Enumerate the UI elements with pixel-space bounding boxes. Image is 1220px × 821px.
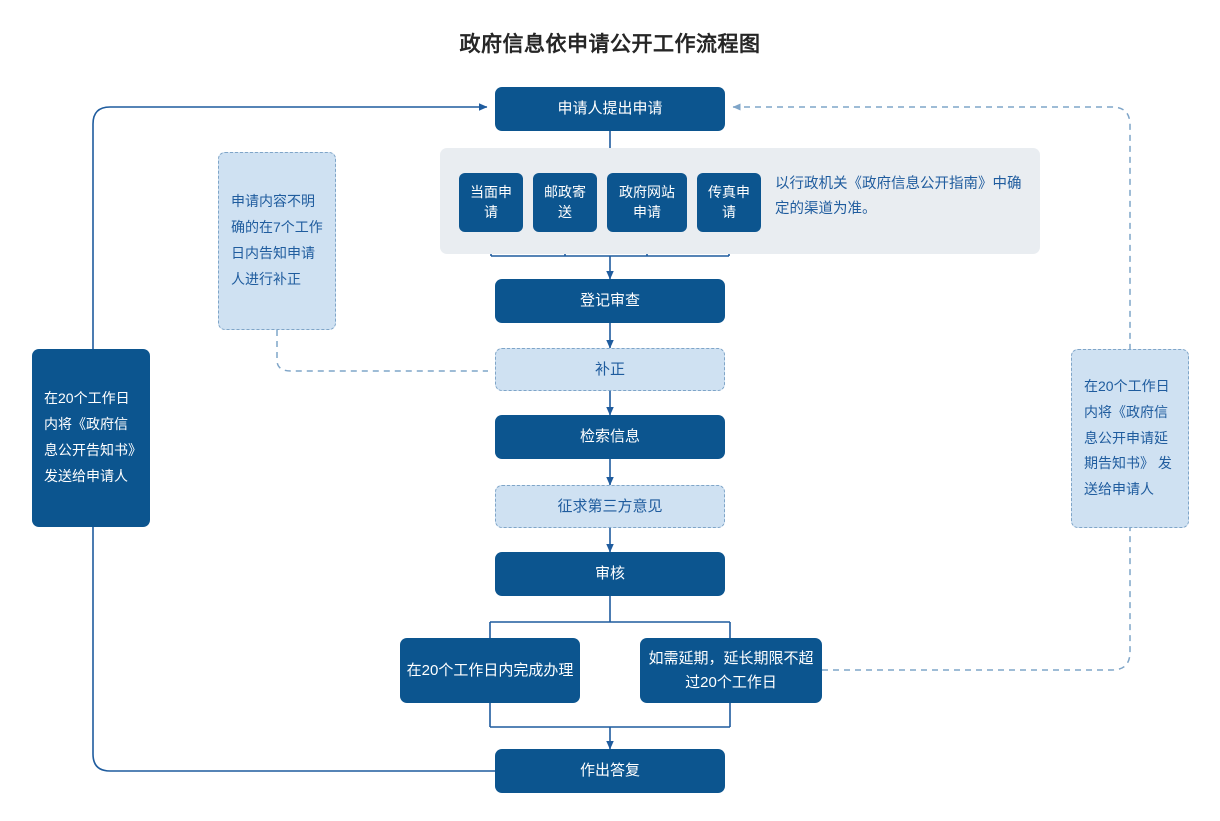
channel-label-fax: 传真申请 <box>708 183 750 220</box>
channel-label-website: 政府网站申请 <box>619 183 675 220</box>
node-retrieve-info[interactable]: 检索信息 <box>495 415 725 459</box>
node-retrieve-info-label: 检索信息 <box>579 428 640 446</box>
node-complete-in-20-days[interactable]: 在20个工作日内完成办理 <box>400 638 580 703</box>
channel-box-fax[interactable]: 传真申请 <box>697 173 761 232</box>
node-extension-label: 如需延期，延长期限不超过20个工作日 <box>648 650 814 691</box>
annotation-right-notice-text: 在20个工作日内将《政府信息公开申请延期告知书》 发送给申请人 <box>1084 377 1172 498</box>
annotation-supplement-note[interactable]: 申请内容不明确的在7个工作日内告知申请人进行补正 <box>218 152 336 330</box>
node-reply-label: 作出答复 <box>579 762 640 780</box>
page-title: 政府信息依申请公开工作流程图 <box>459 33 761 56</box>
channel-label-in-person: 当面申请 <box>470 183 512 220</box>
node-register-label: 登记审查 <box>579 292 640 310</box>
channel-box-website[interactable]: 政府网站申请 <box>607 173 687 232</box>
node-review-label: 审核 <box>594 565 625 583</box>
connector-extension-to-right-notice <box>822 528 1131 671</box>
node-start[interactable]: 申请人提出申请 <box>495 87 725 131</box>
annotation-supplement-note-text: 申请内容不明确的在7个工作日内告知申请人进行补正 <box>231 193 323 287</box>
node-register[interactable]: 登记审查 <box>495 279 725 323</box>
node-start-label: 申请人提出申请 <box>557 100 663 118</box>
node-supplement[interactable]: 补正 <box>495 348 725 391</box>
annotation-left-notice[interactable]: 在20个工作日内将《政府信息公开告知书》发送给申请人 <box>32 349 150 527</box>
node-third-party-opinion-label: 征求第三方意见 <box>557 497 663 515</box>
node-reply[interactable]: 作出答复 <box>495 749 725 793</box>
annotation-right-notice[interactable]: 在20个工作日内将《政府信息公开申请延期告知书》 发送给申请人 <box>1071 349 1189 528</box>
connector-note-to-supplement <box>276 330 488 372</box>
annotation-left-notice-text: 在20个工作日内将《政府信息公开告知书》发送给申请人 <box>44 390 135 484</box>
channel-box-postal[interactable]: 邮政寄送 <box>533 173 597 232</box>
channel-box-in-person[interactable]: 当面申请 <box>459 173 523 232</box>
node-complete-in-20-days-label: 在20个工作日内完成办理 <box>406 661 574 679</box>
node-review[interactable]: 审核 <box>495 552 725 596</box>
node-extension[interactable]: 如需延期，延长期限不超过20个工作日 <box>640 638 822 703</box>
node-supplement-label: 补正 <box>594 360 625 378</box>
channel-note: 以行政机关《政府信息公开指南》中确定的渠道为准。 <box>775 176 1022 218</box>
channel-label-postal: 邮政寄送 <box>544 183 586 220</box>
node-third-party-opinion[interactable]: 征求第三方意见 <box>495 485 725 528</box>
